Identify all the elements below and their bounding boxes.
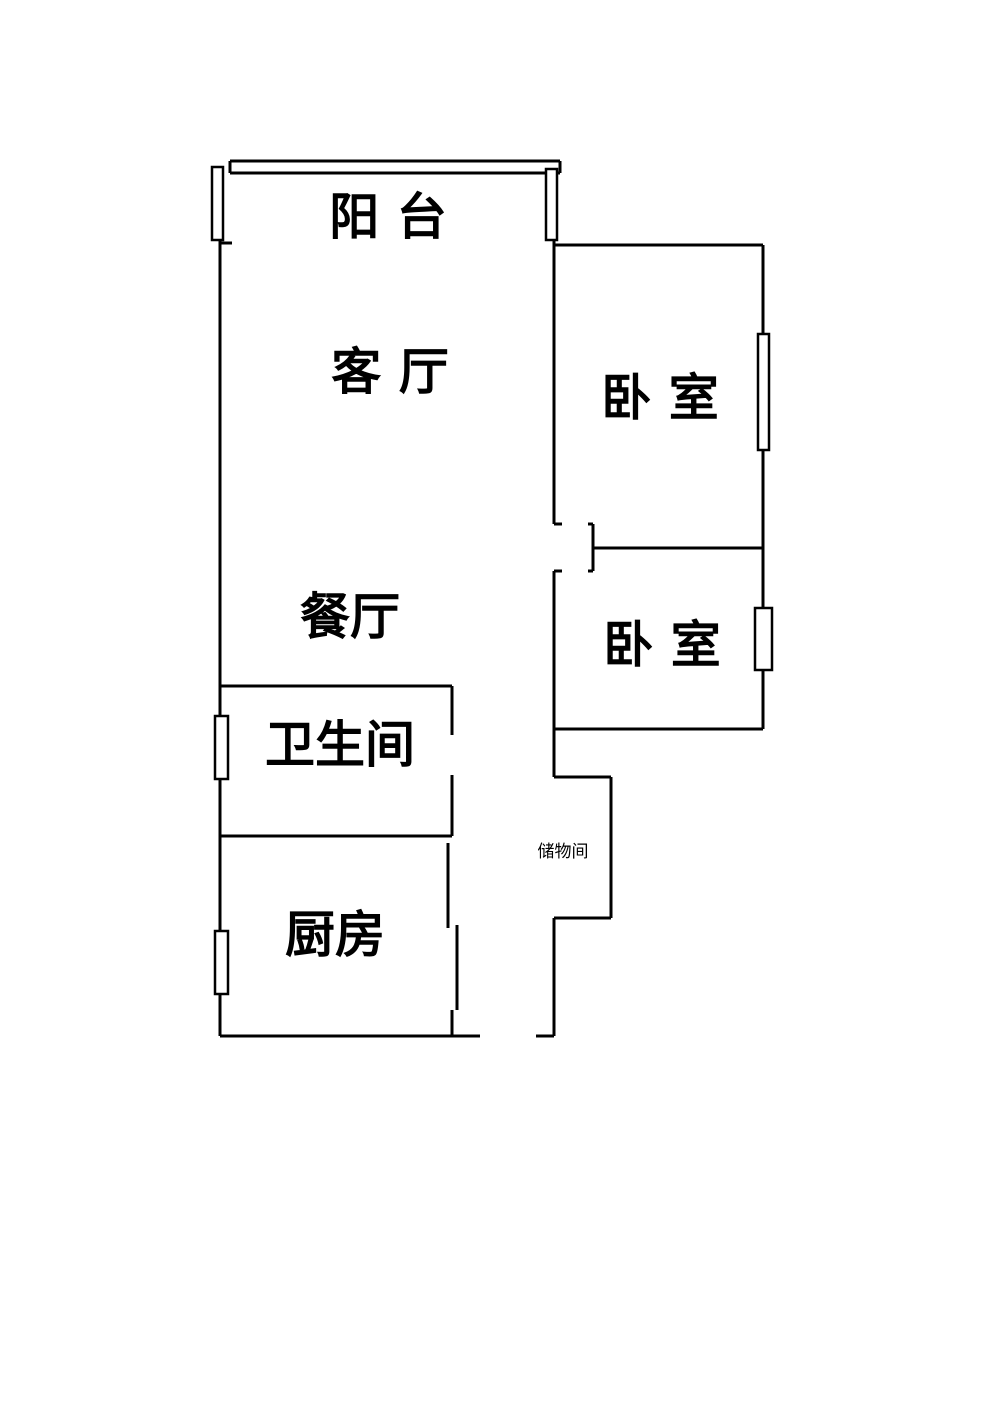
bedroom-2-window bbox=[753, 606, 774, 672]
walls bbox=[218, 159, 765, 1038]
label-bedroom-2: 卧 室 bbox=[603, 616, 720, 674]
label-dining-room: 餐厅 bbox=[300, 588, 400, 646]
room-labels: 阳 台 客 厅 卧 室 餐厅 卧 室 卫生间 厨房 储物间 bbox=[265, 188, 721, 964]
label-storage: 储物间 bbox=[538, 842, 589, 862]
label-bedroom-1: 卧 室 bbox=[601, 369, 718, 427]
balcony-window-right bbox=[544, 167, 559, 242]
label-balcony: 阳 台 bbox=[329, 188, 446, 246]
label-kitchen: 厨房 bbox=[285, 906, 385, 964]
windows bbox=[210, 165, 774, 996]
label-living-room: 客 厅 bbox=[331, 343, 448, 401]
bedroom-1-window bbox=[756, 332, 771, 452]
balcony-window-left bbox=[210, 165, 225, 242]
label-bathroom: 卫生间 bbox=[265, 716, 415, 774]
bathroom-window bbox=[213, 714, 230, 781]
kitchen-window bbox=[213, 929, 230, 996]
